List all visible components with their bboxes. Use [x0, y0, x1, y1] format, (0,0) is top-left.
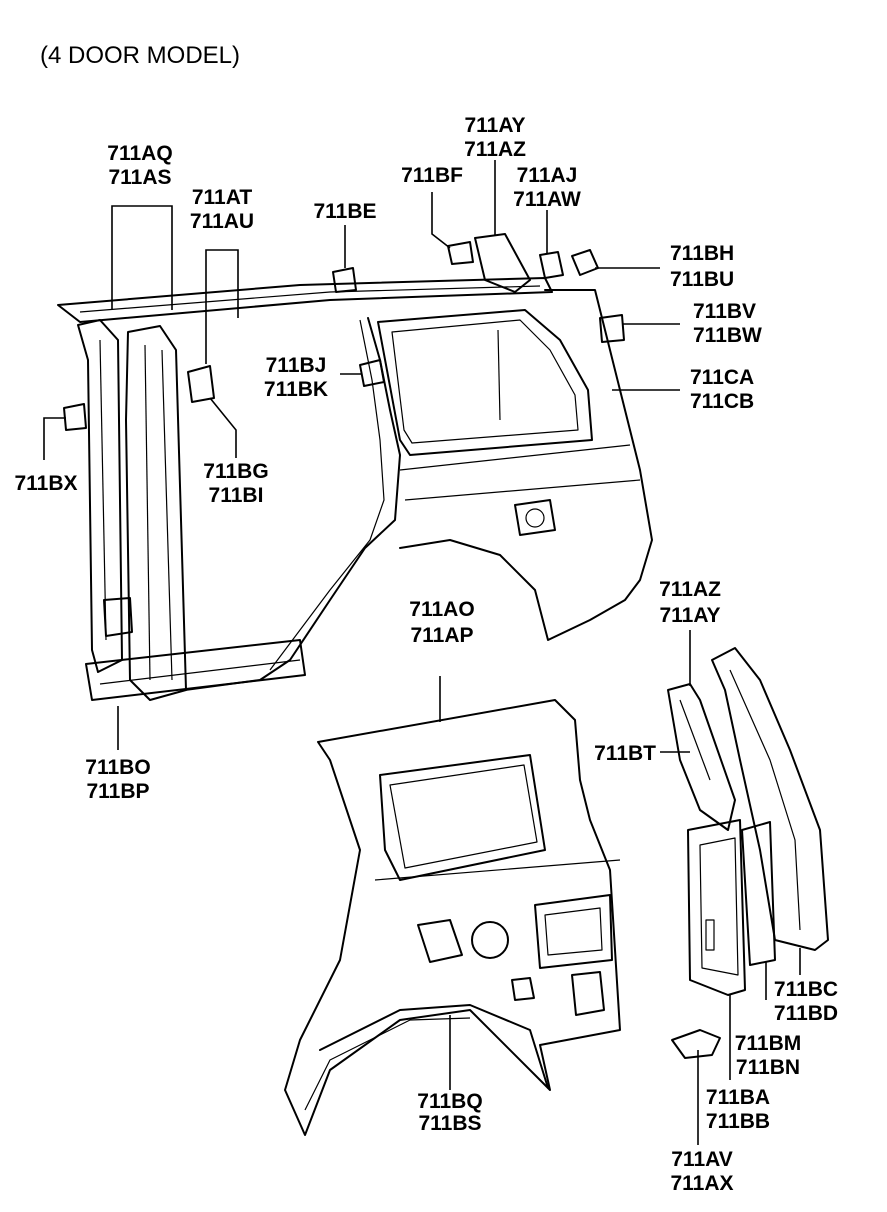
part-711bx	[63, 403, 87, 431]
right-lower-parts	[667, 647, 829, 1059]
part-711bf	[447, 241, 474, 265]
part-711bh-bu	[571, 249, 599, 276]
leader-lines	[43, 160, 801, 1145]
label-711be: 711BE	[313, 200, 376, 223]
side-outer-panel	[57, 277, 653, 701]
inner-quarter-panel	[284, 699, 621, 1136]
small-parts-upper	[63, 233, 625, 431]
diagram-title: (4 DOOR MODEL)	[40, 42, 240, 69]
part-711aj-aw	[539, 251, 564, 279]
label-711bf: 711BF	[401, 164, 463, 187]
part-711ay-az	[474, 233, 531, 293]
label-711bx: 711BX	[14, 472, 77, 495]
label-711bt: 711BT	[594, 742, 656, 765]
part-711bj-bk	[359, 359, 385, 387]
part-711bv-bw	[599, 314, 625, 343]
part-711bg-bi	[187, 365, 215, 403]
part-711be	[332, 267, 357, 293]
